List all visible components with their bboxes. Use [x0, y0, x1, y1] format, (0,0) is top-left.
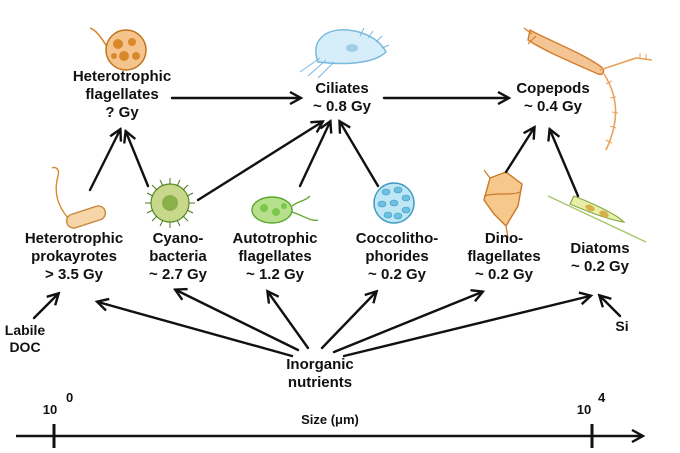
label-line: flagellates — [467, 248, 541, 265]
label-line: Dino- — [484, 230, 524, 247]
food-web-arrows — [32, 98, 622, 358]
arrow-nutrients-to-cyano — [176, 290, 300, 352]
label-line: flagellates — [85, 86, 159, 103]
arrow-dino-to-copepods — [504, 128, 534, 174]
label-line: ~ 0.2 Gy — [571, 258, 629, 275]
label-line: > 3.5 Gy — [45, 266, 103, 283]
arrow-autoflag-to-ciliates — [298, 122, 330, 188]
prokaryote-rod-icon — [51, 166, 107, 229]
coccolithophore-icon — [373, 182, 415, 224]
label-line: Autotrophic — [232, 230, 318, 247]
arrow-nutrients-to-dino — [332, 292, 482, 354]
arrow-nutrients-to-prokaryotes — [98, 302, 294, 358]
label-copepods: Copepods ~ 0.4 Gy — [508, 80, 598, 116]
label-line: prokayrotes — [31, 248, 117, 265]
axis-tick-left-exp: 0 — [66, 390, 73, 405]
label-line: ~ 1.2 Gy — [246, 266, 304, 283]
label-line: Diatoms — [570, 240, 630, 257]
axis-label: Size (μm) — [301, 412, 359, 427]
label-line: phorides — [365, 248, 429, 265]
label-line: Cyano- — [152, 230, 204, 247]
autotrophic-flagellate-icon — [251, 195, 319, 224]
label-cyanobacteria: Cyano- bacteria ~ 2.7 Gy — [138, 230, 218, 284]
label-line: Copepods — [516, 80, 590, 97]
arrow-diatoms-to-copepods — [550, 130, 580, 198]
arrow-nutrients-to-diatoms — [342, 296, 590, 358]
label-line: nutrients — [287, 374, 353, 391]
label-dinoflagellates: Dino- flagellates ~ 0.2 Gy — [456, 230, 552, 284]
label-line: ~ 0.4 Gy — [524, 98, 582, 115]
arrow-si-to-diatoms — [600, 296, 622, 318]
axis-tick-left-base: 10 — [43, 402, 57, 417]
label-heterotrophic-flagellates: Heterotrophic flagellates ? Gy — [64, 68, 180, 122]
label-line: Ciliates — [315, 80, 369, 97]
label-line: DOC — [9, 339, 41, 355]
arrow-cyano-to-hetflag — [126, 132, 150, 188]
label-ciliates: Ciliates ~ 0.8 Gy — [300, 80, 384, 116]
arrow-nutrients-to-cocco — [320, 292, 376, 350]
label-line: Labile — [4, 322, 46, 338]
label-line: Inorganic — [286, 356, 354, 373]
label-heterotrophic-prokaryotes: Heterotrophic prokayrotes > 3.5 Gy — [16, 230, 132, 284]
arrow-nutrients-to-autoflag — [268, 292, 310, 350]
label-line: Coccolitho- — [355, 230, 439, 247]
label-line: bacteria — [149, 248, 207, 265]
diatom-chain-icon — [547, 195, 647, 243]
dinoflagellate-icon — [483, 169, 523, 239]
label-line: ~ 0.2 Gy — [368, 266, 426, 283]
label-line: Heterotrophic — [24, 230, 124, 247]
label-line: ~ 2.7 Gy — [149, 266, 207, 283]
label-labile-doc: Labile DOC — [0, 322, 50, 356]
size-axis: 10 0 10 4 Size (μm) — [16, 390, 642, 448]
arrow-cyano-to-ciliates — [196, 122, 322, 202]
label-line: flagellates — [238, 248, 312, 265]
arrow-doc-to-prokaryotes — [32, 294, 58, 320]
label-diatoms: Diatoms ~ 0.2 Gy — [558, 240, 642, 276]
label-line: Heterotrophic — [72, 68, 172, 85]
arrow-cocco-to-ciliates — [340, 122, 380, 188]
flagellate-cell-icon — [89, 27, 147, 71]
label-line: ~ 0.8 Gy — [313, 98, 371, 115]
label-line: ~ 0.2 Gy — [475, 266, 533, 283]
copepod-icon — [523, 27, 653, 151]
cyanobacteria-colony-icon — [145, 178, 195, 228]
label-line: Si — [615, 318, 629, 334]
label-coccolithophorides: Coccolitho- phorides ~ 0.2 Gy — [344, 230, 450, 284]
label-si: Si — [610, 318, 634, 335]
label-inorganic-nutrients: Inorganic nutrients — [270, 356, 370, 392]
axis-tick-right-base: 10 — [577, 402, 591, 417]
arrow-prokaryotes-to-hetflag — [88, 130, 120, 192]
label-line: ? Gy — [105, 104, 139, 121]
label-autotrophic-flagellates: Autotrophic flagellates ~ 1.2 Gy — [222, 230, 328, 284]
axis-tick-right-exp: 4 — [598, 390, 606, 405]
ciliate-icon — [299, 27, 390, 79]
